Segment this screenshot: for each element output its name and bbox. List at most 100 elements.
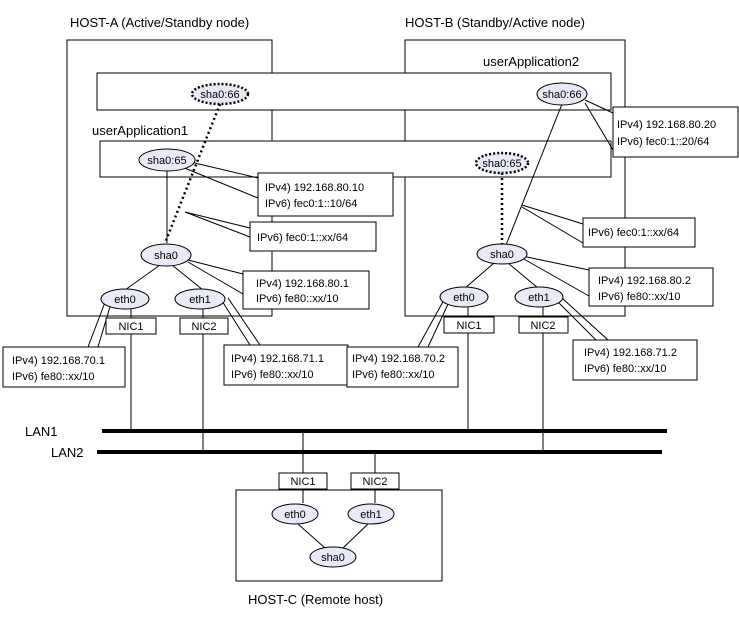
- callout-line: [184, 211, 251, 238]
- a-eth0-label: eth0: [114, 294, 135, 306]
- c-nic2-box: [350, 472, 400, 490]
- c-nic1-label: NIC1: [290, 476, 315, 488]
- b-eth1-ipv6: IPv6) fe80::xx/10: [584, 363, 667, 375]
- b-sha0-eth1-line: [507, 262, 539, 289]
- b-eth0-label: eth0: [453, 292, 474, 304]
- callout-line: [521, 257, 590, 297]
- user-application1-label: userApplication1: [92, 123, 188, 138]
- callout-line: [227, 297, 261, 346]
- c-eth1-ellipse: [347, 503, 395, 525]
- b-sha0-eth0-line: [463, 262, 495, 290]
- b-sha0-65-ellipse: [474, 151, 530, 175]
- a-nic2-label: NIC2: [191, 321, 216, 333]
- a-sha0-ellipse: [140, 243, 192, 267]
- c-eth0-ellipse: [271, 503, 319, 525]
- a-eth1-address-box: [223, 344, 349, 386]
- b-sha0-65-label: sha0:65: [482, 158, 521, 170]
- a-eth1-ellipse: [174, 288, 226, 310]
- a-eth1-ipv4: IPv4) 192.168.71.1: [231, 353, 324, 365]
- a-nic1-label: NIC1: [118, 321, 143, 333]
- b-sha066-ipv4: IPv4) 192.168.80.20: [617, 119, 716, 131]
- user-application2-label: userApplication2: [483, 54, 579, 69]
- callout-line: [417, 297, 446, 348]
- b-eth1-address-box: [572, 339, 698, 381]
- callout-line: [561, 297, 609, 341]
- b-eth1-ipv4: IPv4) 192.168.71.2: [584, 347, 677, 359]
- a-eth0-ipv4: IPv4) 192.168.70.1: [12, 355, 105, 367]
- a-virtual-ipv6: IPv6) fec0:1::xx/64: [257, 232, 348, 244]
- a-sha0-ipv6: IPv6) fe80::xx/10: [256, 293, 339, 305]
- b-sha0-ellipse: [476, 243, 528, 265]
- a-virtual-address-box: [249, 221, 377, 252]
- callout-line: [584, 99, 614, 114]
- callout-line: [97, 299, 113, 348]
- b-virtual-ipv6: IPv6) fec0:1::xx/64: [588, 227, 679, 239]
- a-sha0-address-box: [242, 270, 370, 310]
- b-eth1-ellipse: [514, 286, 564, 308]
- a-sha065-address-box: [257, 172, 394, 217]
- c-eth1-label: eth1: [360, 509, 381, 521]
- callout-line: [221, 300, 251, 346]
- host-c-label: HOST-C (Remote host): [248, 592, 383, 607]
- b-eth0-ipv4: IPv4) 192.168.70.2: [352, 353, 445, 365]
- b-sha0-66-ellipse: [536, 82, 588, 106]
- b-sha0-ipv4: IPv4) 192.168.80.2: [598, 275, 691, 287]
- b-sha0-label: sha0: [490, 249, 514, 261]
- b-nic1-box: [443, 316, 495, 334]
- c-sha0-ellipse: [309, 546, 357, 568]
- callout-line: [187, 261, 244, 295]
- a-sha0-65-ellipse: [138, 148, 196, 172]
- host-b-box: [404, 39, 626, 317]
- callout-line: [521, 255, 590, 271]
- b-eth1-label: eth1: [528, 292, 549, 304]
- callout-line: [521, 204, 584, 225]
- b-eth0-address-box: [346, 346, 459, 388]
- callout-line: [181, 166, 259, 199]
- a-eth1-label: eth1: [189, 294, 210, 306]
- a-sha0-66-label: sha0:66: [200, 89, 239, 101]
- user-application2-box: [96, 72, 612, 111]
- a-sha065-ipv6: IPv6) fec0:1::10/64: [265, 198, 357, 210]
- c-eth0-label: eth0: [284, 509, 305, 521]
- b-sha066-to-sha0-line: [505, 103, 563, 246]
- a-eth0-ipv6: IPv6) fe80::xx/10: [12, 371, 95, 383]
- c-sha0-label: sha0: [321, 552, 345, 564]
- b-nic1-label: NIC1: [456, 320, 481, 332]
- a-sha0-eth0-line: [124, 264, 161, 291]
- callout-line: [184, 211, 251, 229]
- b-sha0-66-label: sha0:66: [542, 89, 581, 101]
- a-sha0-eth1-line: [171, 264, 204, 291]
- a-eth1-ipv6: IPv6) fe80::xx/10: [231, 369, 314, 381]
- callout-line: [557, 301, 597, 341]
- a-sha0-65-label: sha0:65: [147, 155, 186, 167]
- b-sha066-ipv6: IPv6) fec0:1::20/64: [617, 136, 709, 148]
- callout-line: [187, 259, 244, 275]
- lan2-label: LAN2: [51, 445, 84, 460]
- callout-line: [521, 206, 584, 244]
- a-nic2-box: [179, 317, 229, 335]
- b-sha0-ipv6: IPv6) fe80::xx/10: [598, 291, 681, 303]
- a-eth0-address-box: [2, 346, 126, 388]
- callout-line: [427, 301, 450, 348]
- a-sha0-label: sha0: [154, 250, 178, 262]
- callout-line: [87, 296, 108, 348]
- b-sha0-address-box: [588, 267, 714, 307]
- c-eth0-sha0-line: [297, 523, 326, 549]
- b-nic2-label: NIC2: [530, 320, 555, 332]
- a-eth0-ellipse: [100, 288, 150, 310]
- a-nic1-box: [105, 317, 157, 335]
- a-sha065-ipv4: IPv4) 192.168.80.10: [265, 182, 364, 194]
- b-eth0-ellipse: [439, 286, 489, 308]
- c-eth1-sha0-line: [342, 523, 369, 549]
- b-sha066-address-box: [612, 106, 739, 158]
- host-b-label: HOST-B (Standby/Active node): [405, 15, 585, 30]
- b-virtual-address-box: [582, 217, 696, 248]
- host-a-label: HOST-A (Active/Standby node): [70, 15, 249, 30]
- callout-line: [584, 102, 614, 151]
- callout-line: [181, 159, 259, 179]
- b-eth0-ipv6: IPv6) fe80::xx/10: [352, 369, 435, 381]
- a-sha0-ipv4: IPv4) 192.168.80.1: [256, 278, 349, 290]
- c-nic2-label: NIC2: [362, 476, 387, 488]
